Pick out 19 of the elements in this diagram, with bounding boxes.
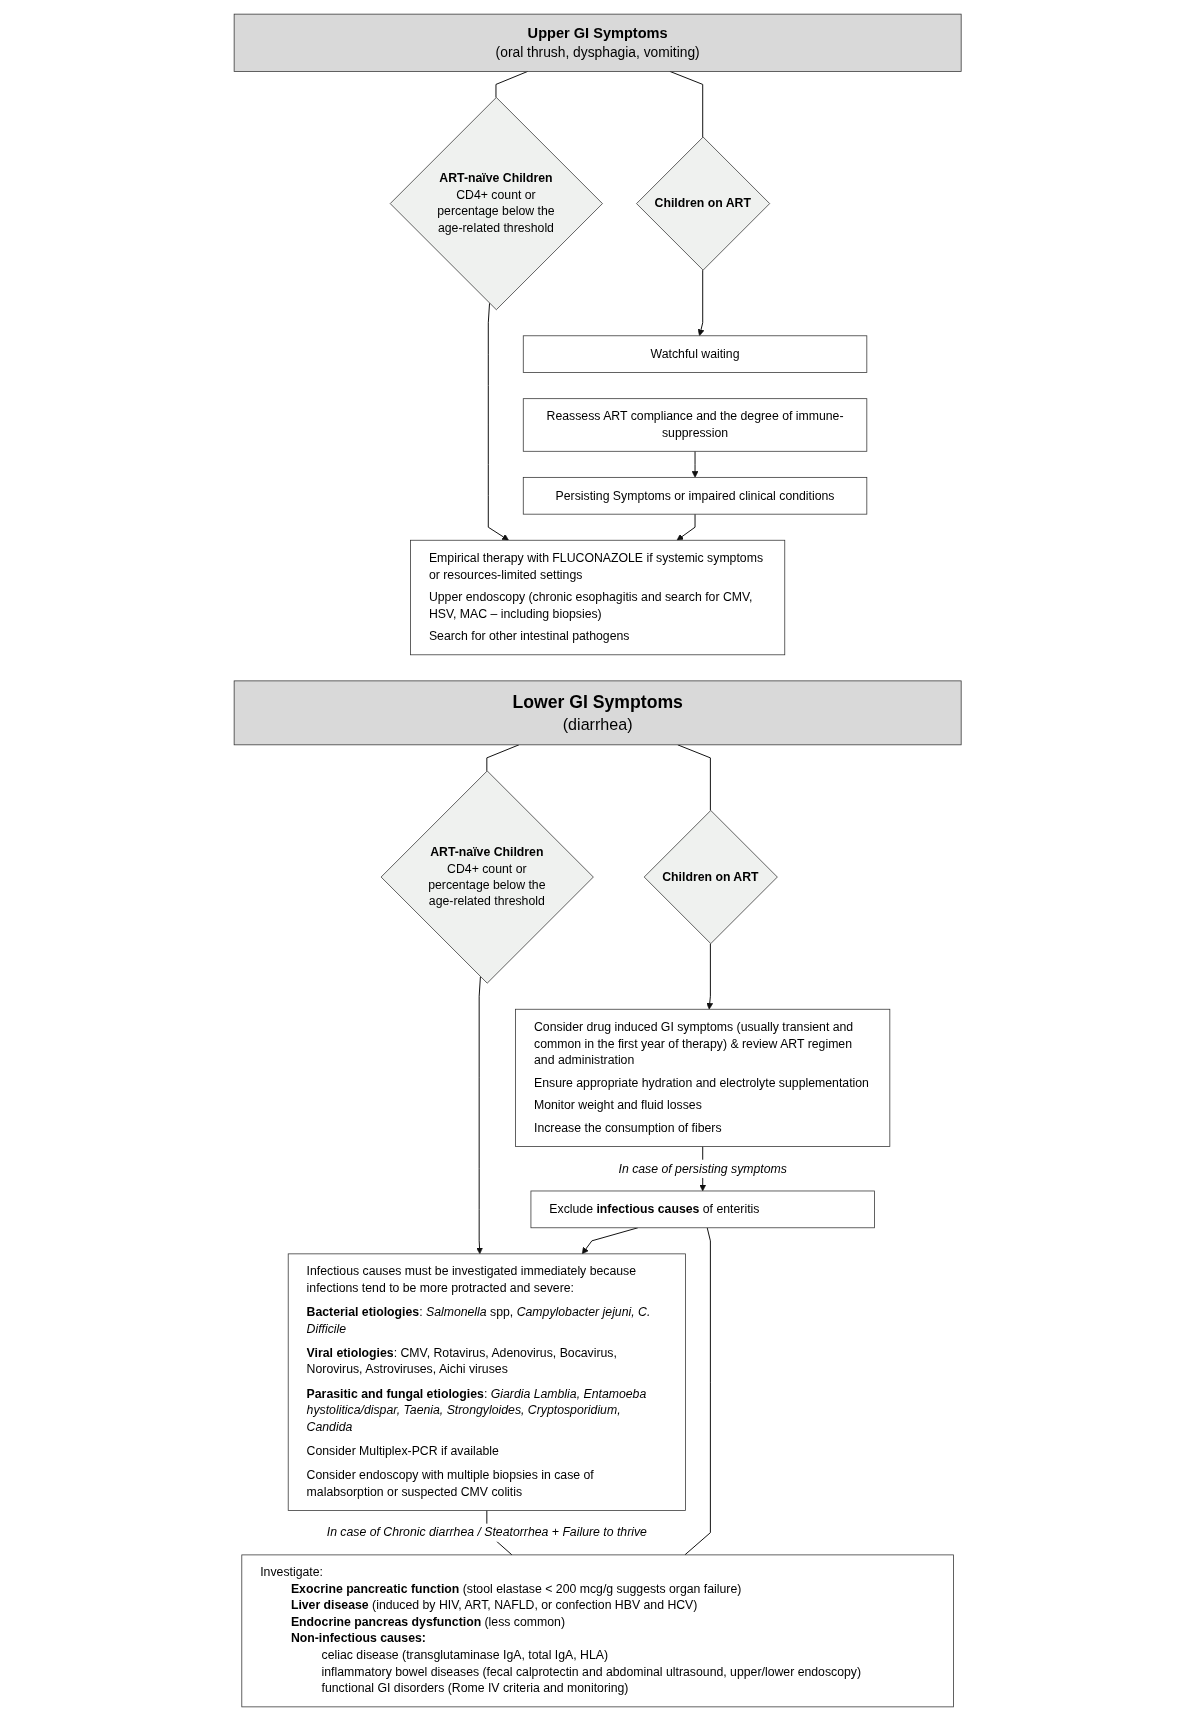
- node-box: Infectious causes must be investigated immediately because infections tend to be more protracted and severe: Bacterial etiologies: Salmonella spp, Campylobacter jejuni, C. Difficile Viral etiologies: CMV, Rotavirus, Adenovirus, Bocavirus, Norovirus, Astroviruses, Aichi viruses Parasitic and fungal etiologies: Giardia Lamblia, Entamoeba hystolitica/dispar, Taenia, Strongyloides, Cryptosporidium, Candida Consider Multiplex-PCR if available Consider endoscopy with multiple biopsies in case of malabsorption or suspected CMV colitis: [288, 1253, 687, 1511]
- connector: [486, 744, 520, 772]
- node-box: Upper GI Symptoms (oral thrush, dysphagia, vomiting): [234, 13, 962, 72]
- node-box: Empirical therapy with FLUCONAZOLE if systemic symptoms or resources-limited settings Upper endoscopy (chronic esophagitis and search for CMV, HSV, MAC – including biopsies) Search for other intestinal pathogens: [410, 539, 786, 656]
- connector: [684, 1227, 712, 1556]
- node-diamond: ART-naïve Children CD4+ count or percentage below the age-related threshold: [390, 97, 604, 311]
- node-box: Persisting Symptoms or impaired clinical conditions: [523, 476, 868, 515]
- edge-label: In case of Chronic diarrhea / Steatorrhea + Failure to thrive: [327, 1525, 648, 1539]
- node-box: Consider drug induced GI symptoms (usually transient and common in the first year of therapy) & review ART regimen and administration Ensure appropriate hydration and electrolyte supplementation Monitor weight and fluid losses Increase the consumption of fibers: [515, 1008, 891, 1147]
- node-diamond: Children on ART: [644, 810, 779, 944]
- node-box: Reassess ART compliance and the degree of immune-suppression: [523, 398, 868, 452]
- node-box: Exclude infectious causes of enteritis: [530, 1190, 876, 1229]
- node-box: Investigate: Exocrine pancreatic function (stool elastase < 200 mcg/g suggests organ failure) Liver disease (induced by HIV, ART, NAFLD, or confection HBV and HCV) Endocrine pancreas dysfunction (less common) Non-infectious causes: celiac disease (transglutaminase IgA, total IgA, HLA) inflammatory bowel diseases (fecal calprotectin and abdominal ultrasound, upper/lower endoscopy) functional GI disorders (Rome IV criteria and monitoring): [241, 1554, 955, 1708]
- node-diamond: Children on ART: [636, 136, 771, 271]
- node-diamond: ART-naïve Children CD4+ count or percentage below the age-related threshold: [381, 770, 595, 984]
- node-box: Watchful waiting: [523, 335, 868, 373]
- node-box: Lower GI Symptoms (diarrhea): [234, 680, 962, 746]
- arrow: [692, 450, 699, 478]
- edge-label: In case of persisting symptoms: [618, 1161, 788, 1175]
